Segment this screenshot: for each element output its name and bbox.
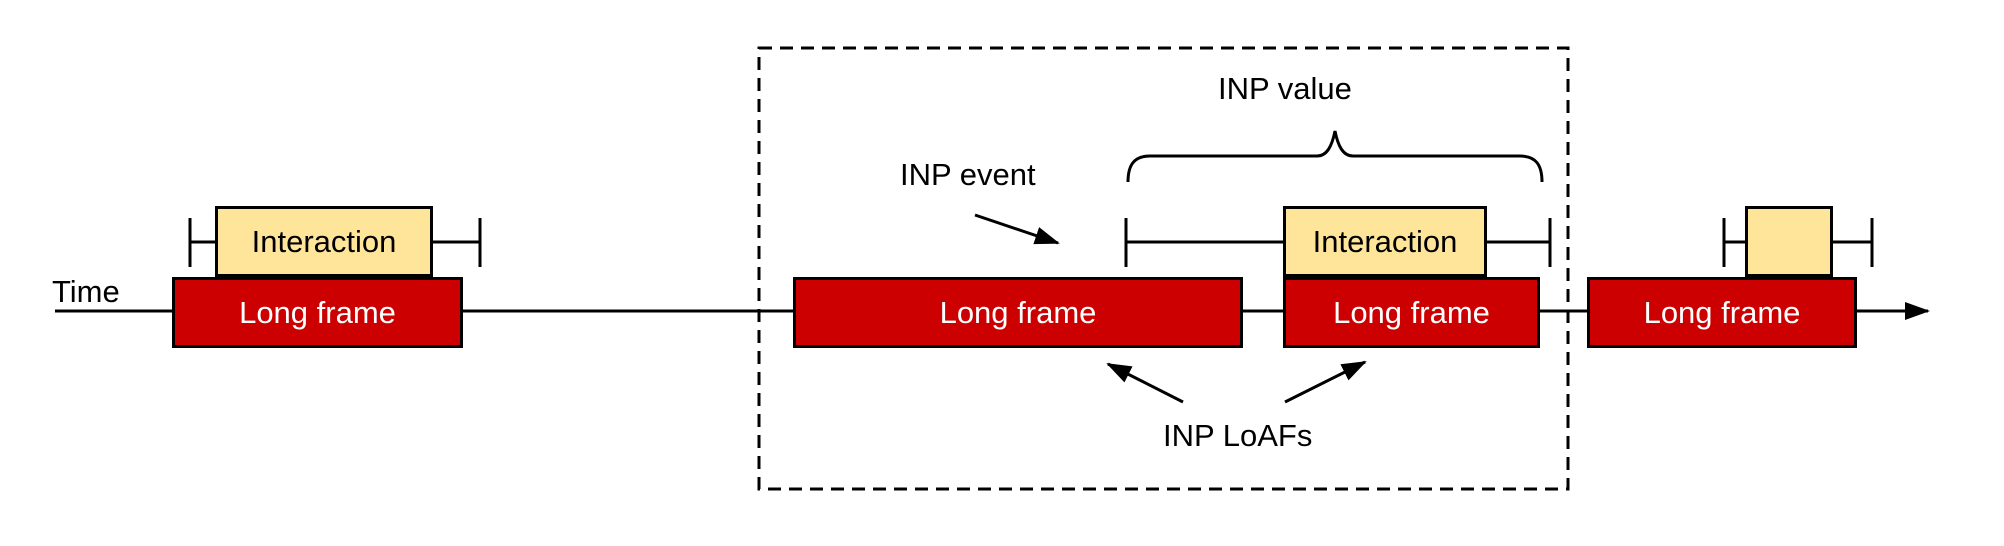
long-frame-box: Long frame — [1283, 277, 1540, 348]
annotation-arrow — [974, 213, 1060, 245]
interaction-box — [1745, 206, 1833, 277]
inp-group-dashed-outline — [757, 46, 1570, 491]
inp-value-brace — [1126, 130, 1544, 183]
long-frame-label: Long frame — [239, 294, 396, 330]
inp-value-label: INP value — [1218, 71, 1352, 106]
interaction-box: Interaction — [1283, 206, 1487, 277]
long-frame-box: Long frame — [793, 277, 1243, 348]
time-axis-label: Time — [52, 274, 120, 309]
long-frame-box: Long frame — [1587, 277, 1857, 348]
inp-loafs-label: INP LoAFs — [1163, 418, 1313, 453]
long-frame-box: Long frame — [172, 277, 463, 348]
inp-event-label: INP event — [900, 157, 1036, 192]
long-frame-label: Long frame — [1333, 294, 1490, 330]
interaction-label: Interaction — [251, 223, 397, 259]
long-frame-label: Long frame — [939, 294, 1097, 330]
interaction-label: Interaction — [1312, 223, 1458, 259]
interaction-box: Interaction — [215, 206, 433, 277]
annotation-arrow — [1284, 360, 1367, 404]
long-frame-label: Long frame — [1643, 294, 1801, 330]
annotation-arrow — [1106, 362, 1184, 404]
